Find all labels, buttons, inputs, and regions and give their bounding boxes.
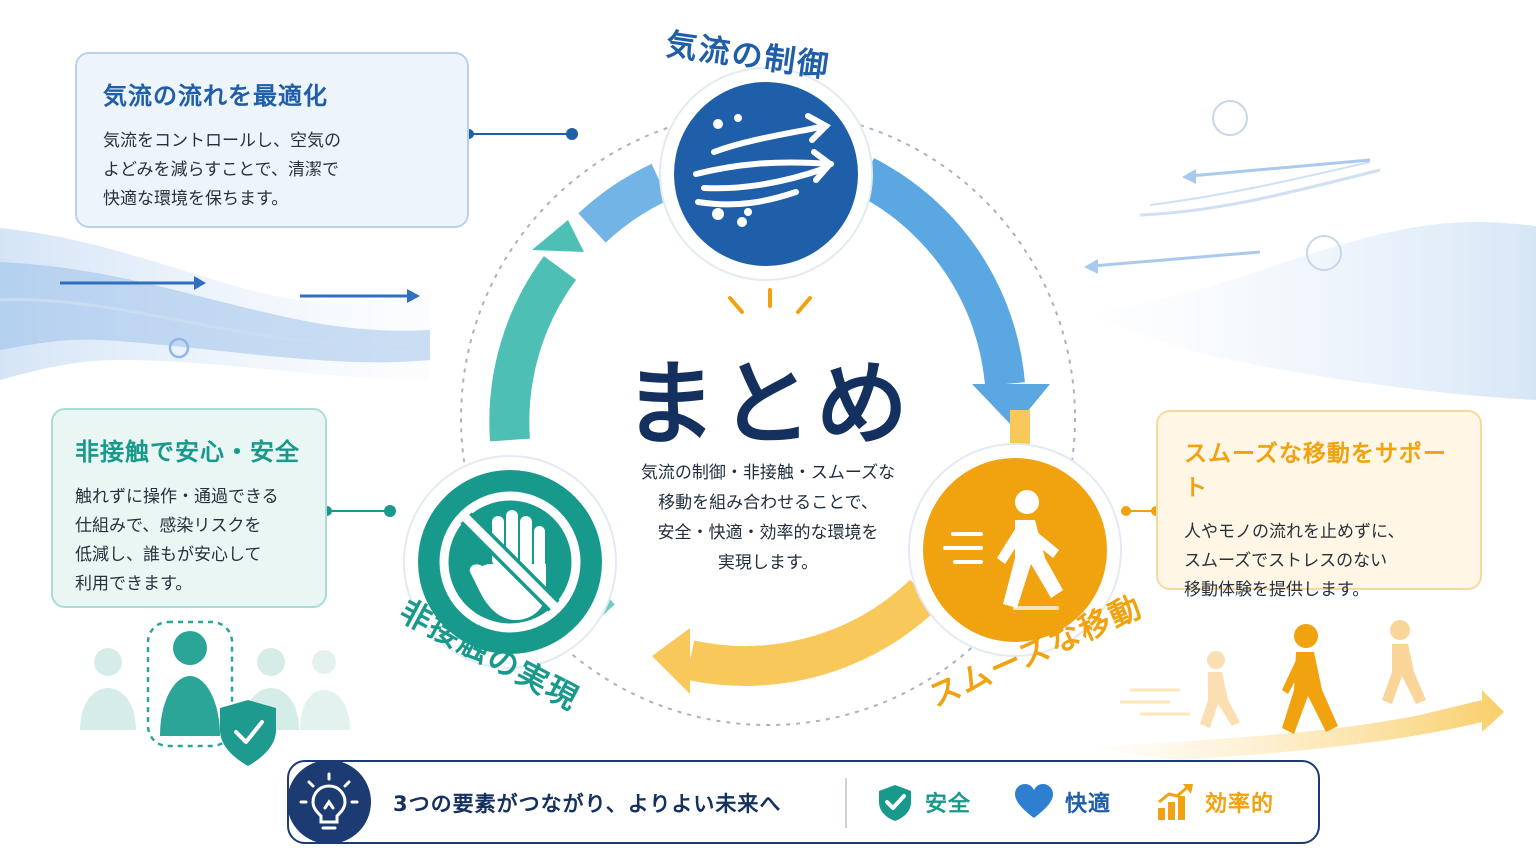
card-heading: 非接触で安心・安全 bbox=[75, 438, 300, 466]
card-body: 人やモノの流れを止めずに、 スムーズでストレスのない 移動体験を提供します。 bbox=[1184, 522, 1405, 600]
footer-item-label: 効率的 bbox=[1205, 792, 1275, 817]
center-description: 気流の制御・非接触・スムーズな 移動を組み合わせることで、 安全・快適・効率的な… bbox=[640, 463, 896, 573]
walking-people-illustration bbox=[1080, 620, 1504, 760]
footer-message: 3つの要素がつながり、よりよい未来へ bbox=[393, 792, 782, 816]
shield-check-icon bbox=[879, 785, 911, 821]
footer-item-label: 安全 bbox=[925, 792, 972, 817]
card-heading: 気流の流れを最適化 bbox=[103, 82, 328, 110]
card-body: 触れずに操作・通過できる 仕組みで、感染リスクを 低減し、誰もが安心して 利用で… bbox=[75, 487, 279, 594]
people-group-illustration bbox=[80, 620, 350, 766]
footer-item-safety: 安全 bbox=[875, 782, 971, 822]
rising-bars-icon bbox=[1158, 784, 1193, 820]
airflow-wind-icon bbox=[693, 113, 835, 208]
hub-contactless bbox=[403, 455, 617, 669]
card-contactless-safety: 非接触で安心・安全 触れずに操作・通過できる 仕組みで、感染リスクを 低減し、誰… bbox=[51, 408, 327, 608]
card-airflow-optimization: 気流の流れを最適化 気流をコントロールし、空気の よどみを減らすことで、清潔で … bbox=[75, 52, 469, 228]
footer-item-label: 快適 bbox=[1065, 792, 1112, 817]
card-heading: スムーズな移動をサポート bbox=[1184, 441, 1447, 501]
sparkle-lines bbox=[728, 288, 812, 314]
center-title: まとめ bbox=[623, 351, 912, 458]
card-body: 気流をコントロールし、空気の よどみを減らすことで、清潔で 快適な環境を保ちます… bbox=[103, 131, 341, 209]
hub-airflow bbox=[659, 67, 873, 281]
footer-banner: 3つの要素がつながり、よりよい未来へ 安全 快適 効率的 bbox=[287, 760, 1320, 844]
hub-movement bbox=[908, 443, 1122, 657]
footer-item-efficiency: 効率的 bbox=[1155, 782, 1274, 822]
heart-icon bbox=[1015, 784, 1053, 818]
right-air-waves bbox=[1084, 100, 1536, 400]
walking-person-icon bbox=[997, 490, 1063, 610]
footer-item-comfort: 快適 bbox=[1013, 782, 1111, 822]
no-touch-hand-icon bbox=[439, 491, 581, 633]
left-air-waves bbox=[0, 228, 431, 380]
outer-dashed-ring bbox=[460, 110, 1076, 726]
footer-divider bbox=[845, 778, 847, 828]
card-smooth-movement: スムーズな移動をサポート 人やモノの流れを止めずに、 スムーズでストレスのない … bbox=[1156, 410, 1482, 600]
lightbulb-icon bbox=[287, 760, 371, 844]
